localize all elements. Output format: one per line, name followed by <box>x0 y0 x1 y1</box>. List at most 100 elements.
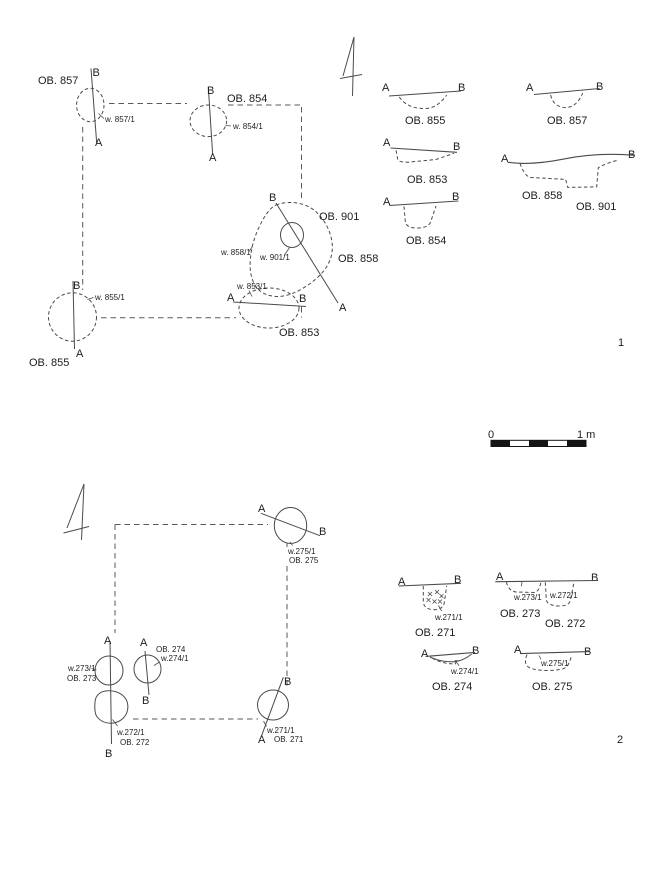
feature-ob858-label: OB. 858 <box>338 253 378 265</box>
feature-ob855-outline <box>48 292 97 342</box>
section-line-ob271 <box>260 677 284 738</box>
layer-label-ob271: w.271/1 <box>266 726 295 735</box>
layer-label-ob272: w.272/1 <box>116 728 145 737</box>
profile-surface-ob275 <box>519 651 591 655</box>
section-marker-a: A <box>501 153 509 165</box>
feature-ob901-label: OB. 901 <box>319 211 359 223</box>
section-marker-b: B <box>207 85 214 97</box>
section-marker-b: B <box>299 293 306 305</box>
panel1-profiles: A B OB. 855 A B OB. 857 A B OB. 853 A B … <box>382 81 635 349</box>
profile-ob857-label: OB. 857 <box>547 115 587 127</box>
north-arrow-icon <box>63 483 90 541</box>
section-marker-b: B <box>591 572 598 584</box>
profile-ob272-label: OB. 272 <box>545 618 585 630</box>
pointer-tick <box>248 246 290 257</box>
pointer-tick <box>438 605 443 612</box>
section-marker-b: B <box>93 67 100 79</box>
section-marker-a: A <box>383 137 391 149</box>
section-line-ob273-ob272 <box>109 640 112 745</box>
section-marker-b: B <box>105 748 112 760</box>
layer-label-ob272: w.272/1 <box>549 591 578 600</box>
section-line-ob275 <box>260 512 321 537</box>
section-marker-a: A <box>514 644 522 656</box>
trench-dashed-outline <box>82 103 302 319</box>
layer-label-ob857: w. 857/1 <box>104 115 135 124</box>
profile-ob275-label: OB. 275 <box>532 681 572 693</box>
profile-surface-ob853 <box>390 147 458 153</box>
scale-bar-segment <box>491 440 510 447</box>
layer-label-ob858: w. 858/1 <box>220 248 251 257</box>
profile-ob274-label: OB. 274 <box>432 681 472 693</box>
pointer-tick <box>153 661 160 666</box>
section-marker-b: B <box>73 280 80 292</box>
profile-ob853-label: OB. 853 <box>407 174 447 186</box>
pointer-tick <box>289 541 293 546</box>
profile-basin-ob858-ob901 <box>519 159 619 188</box>
section-marker-a: A <box>140 637 148 649</box>
profile-basin-ob857 <box>550 92 584 109</box>
feature-ob858-outline <box>249 201 333 297</box>
profile-basin-ob854 <box>403 205 437 229</box>
feature-ob275-outline <box>273 507 308 544</box>
profile-basin-ob273 <box>505 581 542 594</box>
panel1-plan: OB. 857 B A w. 857/1 OB. 854 B A w. 854/… <box>29 36 378 369</box>
feature-ob274-label: OB. 274 <box>156 645 186 654</box>
section-marker-b: B <box>319 526 326 538</box>
section-marker-a: A <box>76 348 84 360</box>
layer-label-ob274: w.274/1 <box>160 654 189 663</box>
section-marker-b: B <box>453 141 460 153</box>
pit-fill-x-marks <box>426 589 444 604</box>
pointer-tick <box>98 113 105 119</box>
feature-ob857-label: OB. 857 <box>38 75 78 87</box>
section-marker-a: A <box>227 292 235 304</box>
section-marker-b: B <box>458 82 465 94</box>
profile-surface-ob857 <box>533 87 600 96</box>
section-line-ob853 <box>232 301 307 307</box>
layer-label-ob275: w.275/1 <box>540 659 569 668</box>
section-marker-b: B <box>452 191 459 203</box>
scale-bar-segment <box>567 440 586 447</box>
layer-label-ob275: w.275/1 <box>287 547 316 556</box>
pointer-tick <box>454 660 460 666</box>
pointer-tick <box>112 719 118 727</box>
north-arrow-icon <box>339 36 363 97</box>
section-marker-a: A <box>526 82 534 94</box>
profile-basin-ob275 <box>524 654 572 671</box>
feature-ob271-outline <box>257 689 289 721</box>
section-marker-a: A <box>496 571 504 583</box>
profile-basin-ob853 <box>395 150 455 163</box>
section-marker-b: B <box>284 676 291 688</box>
page-number-1: 1 <box>618 337 624 349</box>
feature-ob857-outline <box>76 87 105 123</box>
layer-label-ob273: w.273/1 <box>67 664 96 673</box>
pointer-tick <box>263 720 267 727</box>
feature-ob275-label: OB. 275 <box>289 556 319 565</box>
section-marker-b: B <box>454 574 461 586</box>
feature-ob854-outline <box>189 104 228 138</box>
profile-lens-ob274-lower <box>431 657 457 665</box>
panel2-plan: A B w.275/1 OB. 275 A B w.273/1 OB. 273 … <box>63 483 326 760</box>
profile-pit-ob271 <box>422 585 448 611</box>
section-line-ob854 <box>207 86 214 156</box>
scale-zero-label: 0 <box>488 429 494 441</box>
feature-ob853-outline <box>238 287 300 329</box>
pointer-tick <box>521 581 523 587</box>
layer-label-ob853: w. 853/1 <box>236 282 267 291</box>
profile-ob854-label: OB. 854 <box>406 235 446 247</box>
section-marker-a: A <box>398 576 406 588</box>
pointer-tick <box>91 668 97 671</box>
profile-surface-ob271 <box>398 582 462 587</box>
feature-ob272-outline <box>94 690 129 724</box>
section-marker-a: A <box>95 137 103 149</box>
feature-ob271-label: OB. 271 <box>274 735 304 744</box>
panel2-profiles: A B w.271/1 OB. 271 A B w.273/1 w.272/1 … <box>398 571 623 746</box>
profile-surface-ob855 <box>388 90 462 97</box>
section-line-ob858 <box>275 202 339 304</box>
section-marker-b: B <box>472 645 479 657</box>
layer-label-ob274: w.274/1 <box>450 667 479 676</box>
section-marker-a: A <box>209 152 217 164</box>
scale-one-meter-label: 1 m <box>577 429 595 441</box>
section-line-ob855 <box>72 280 75 350</box>
feature-ob272-label: OB. 272 <box>120 738 150 747</box>
section-marker-b: B <box>142 695 149 707</box>
